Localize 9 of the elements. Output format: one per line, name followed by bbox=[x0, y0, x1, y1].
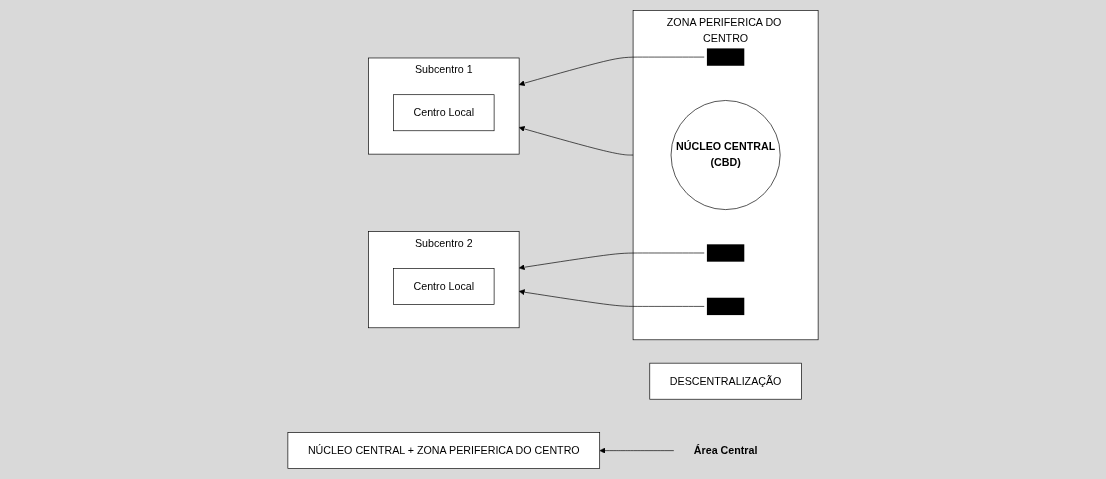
node-box: Centro Local bbox=[393, 268, 495, 305]
node-box: Centro Local bbox=[393, 94, 495, 132]
node-circle: NÚCLEO CENTRAL (CBD) bbox=[670, 100, 781, 210]
node-box: NÚCLEO CENTRAL + ZONA PERIFERICA DO CENTRO bbox=[287, 432, 601, 469]
node-text: Área Central bbox=[693, 444, 758, 456]
node-box: DESCENTRALIZAÇÃO bbox=[649, 362, 802, 400]
node-box bbox=[704, 241, 747, 265]
node-box bbox=[704, 45, 747, 69]
node-box bbox=[704, 295, 747, 318]
